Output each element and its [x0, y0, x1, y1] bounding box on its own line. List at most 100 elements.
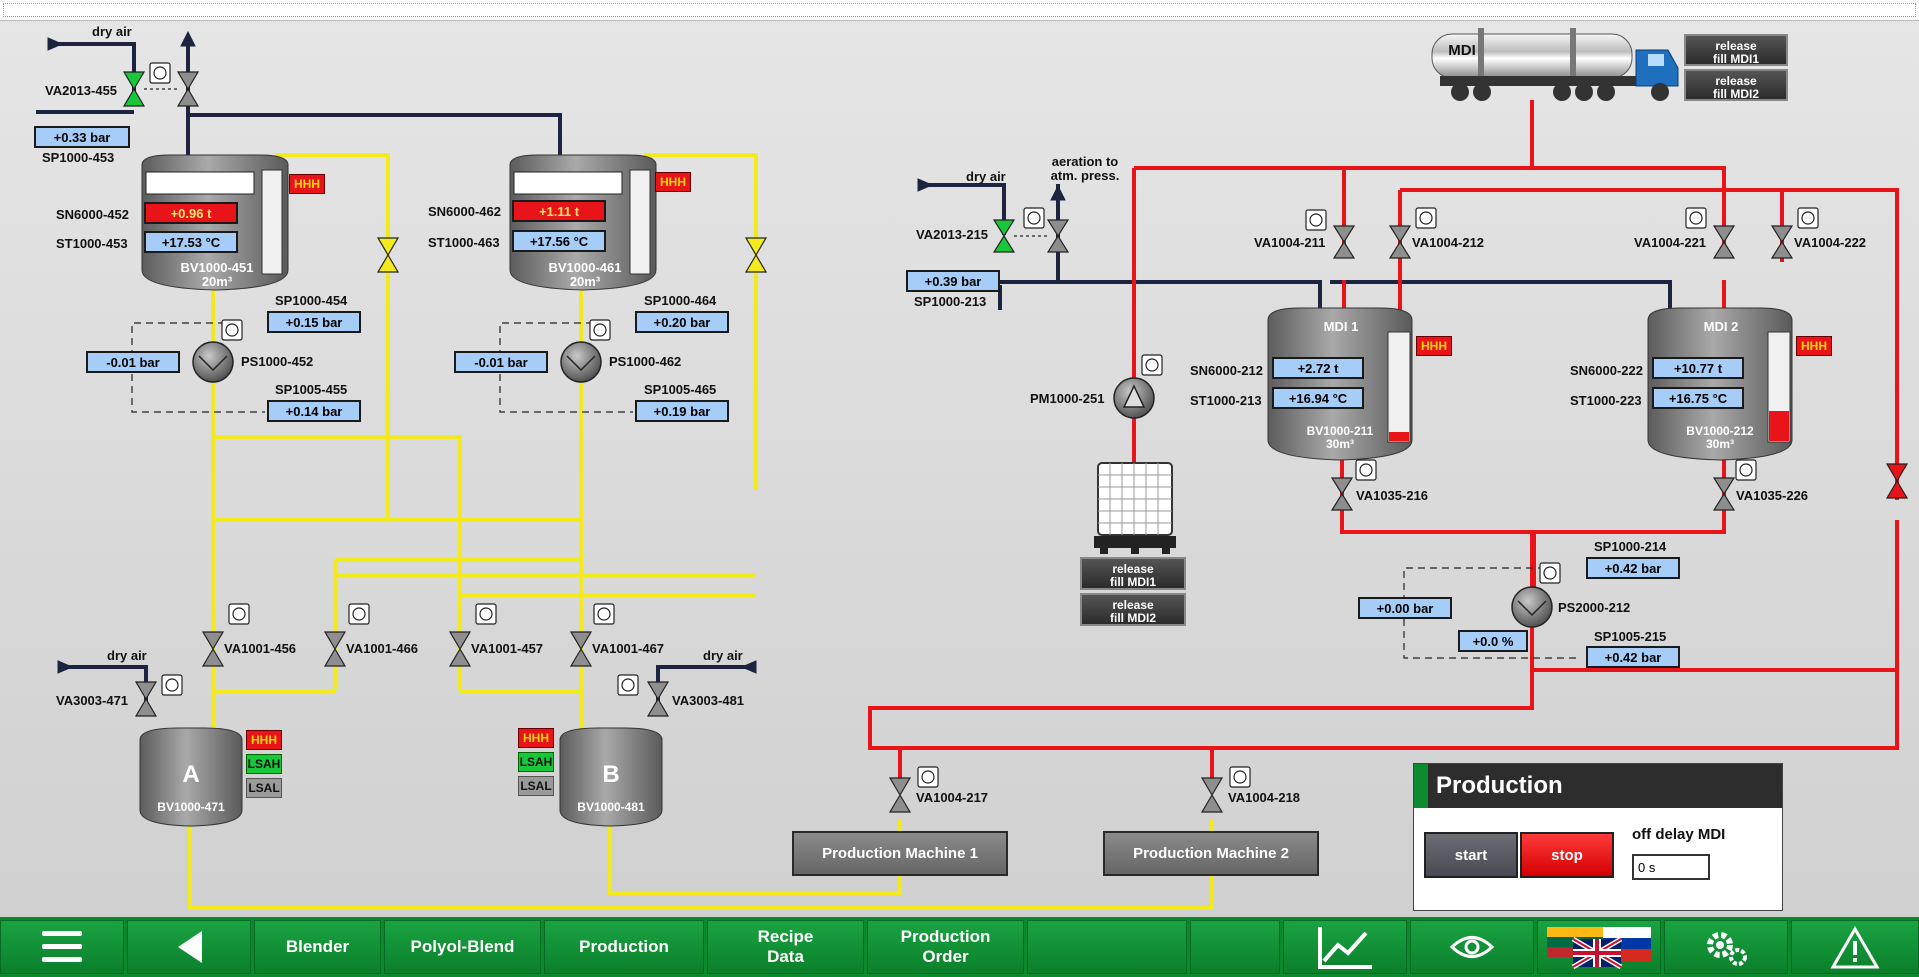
eye-icon	[1449, 936, 1495, 958]
valve-label-va3003-471[interactable]: VA3003-471	[56, 693, 129, 708]
tank-tag-bv1000-451[interactable]: BV1000-451	[180, 260, 254, 275]
pressure-value-sp1000-454: +0.15 bar	[267, 311, 361, 333]
tank-tag-bv1000-211[interactable]: BV1000-211	[1306, 424, 1374, 438]
pump-tag-ps1000-462[interactable]: PS1000-462	[609, 354, 682, 369]
pressure-value-sp1000-464: +0.20 bar	[635, 311, 729, 333]
valve-label-va3003-481[interactable]: VA3003-481	[672, 693, 745, 708]
temp-tag-st1000-453: ST1000-453	[56, 236, 128, 251]
pump-tag-ps2000-212[interactable]: PS2000-212	[1558, 600, 1631, 615]
valve-label-va1004-218[interactable]: VA1004-218	[1228, 790, 1301, 805]
alarm-hhh-bv1000-451: HHH	[289, 174, 325, 194]
pump-tag-ps1000-452[interactable]: PS1000-452	[241, 354, 314, 369]
trend-chart-icon	[1318, 927, 1372, 969]
warning-triangle-icon	[1830, 926, 1880, 969]
back-arrow-icon	[178, 931, 202, 963]
valve-label-va1001-457[interactable]: VA1001-457	[471, 641, 544, 656]
pressure-value-sp1000-453: +0.33 bar	[34, 126, 130, 148]
nav-empty-slot-2[interactable]	[1190, 920, 1280, 974]
valve-label-va2013-455[interactable]: VA2013-455	[45, 83, 118, 98]
temp-value-mdi1: +16.94 °C	[1272, 387, 1364, 409]
tank-size-bv1000-451: 20m³	[201, 274, 233, 289]
alarm-lsah-bv1000-471: LSAH	[246, 754, 282, 774]
tank-size-bv1000-211: 30m³	[1325, 437, 1354, 451]
alarm-lsah-bv1000-481: LSAH	[518, 752, 554, 772]
nav-polyol-blend[interactable]: Polyol-Blend	[384, 920, 541, 974]
truck-release-fill-mdi2-button[interactable]: release fill MDI2	[1684, 69, 1788, 101]
pressure-tag-sp1000-213: SP1000-213	[914, 294, 987, 309]
temp-tag-st1000-213: ST1000-213	[1190, 393, 1262, 408]
weight-tag-sn6000-452: SN6000-452	[56, 207, 129, 222]
inlet-pressure-ps1000-452: -0.01 bar	[86, 351, 180, 373]
stop-button[interactable]: stop	[1520, 832, 1614, 878]
dry-air-label-b: dry air	[703, 648, 743, 663]
temp-tag-st1000-463: ST1000-463	[428, 235, 500, 250]
valve-label-va1001-466[interactable]: VA1001-466	[346, 641, 419, 656]
temp-value-bv1000-461: +17.56 °C	[512, 230, 606, 252]
valve-label-va1004-217[interactable]: VA1004-217	[916, 790, 989, 805]
tank-size-bv1000-461: 20m³	[569, 274, 601, 289]
pressure-tag-sp1000-454: SP1000-454	[275, 293, 348, 308]
nav-blender[interactable]: Blender	[254, 920, 381, 974]
weight-tag-sn6000-222: SN6000-222	[1570, 363, 1643, 378]
production-machine-1-button[interactable]: Production Machine 1	[792, 831, 1008, 876]
tank-tag-bv1000-212[interactable]: BV1000-212	[1686, 424, 1754, 438]
pump-tag-pm1000-251[interactable]: PM1000-251	[1030, 391, 1105, 406]
process-diagram	[36, 28, 1909, 910]
temp-value-bv1000-451: +17.53 °C	[144, 231, 238, 253]
off-delay-input[interactable]	[1632, 854, 1710, 880]
valve-label-va1001-467[interactable]: VA1001-467	[592, 641, 665, 656]
alarm-lsal-bv1000-481: LSAL	[518, 776, 554, 796]
ibc-release-fill-mdi1-button[interactable]: release fill MDI1	[1080, 557, 1186, 590]
valve-label-va1035-226[interactable]: VA1035-226	[1736, 488, 1809, 503]
weight-value-mdi1: +2.72 t	[1272, 357, 1364, 379]
production-machine-2-button[interactable]: Production Machine 2	[1103, 831, 1319, 876]
pressure-value-sp1005-455: +0.14 bar	[267, 400, 361, 422]
pressure-value-sp1005-215: +0.42 bar	[1586, 646, 1680, 668]
temp-value-mdi2: +16.75 °C	[1652, 387, 1744, 409]
top-title-bar	[0, 0, 1919, 21]
valve-label-va1001-456[interactable]: VA1001-456	[224, 641, 297, 656]
back-button[interactable]	[127, 920, 251, 974]
pressure-tag-sp1000-453: SP1000-453	[42, 150, 115, 165]
pressure-tag-sp1005-465: SP1005-465	[644, 382, 717, 397]
weight-tag-sn6000-462: SN6000-462	[428, 204, 501, 219]
valve-label-va1004-222[interactable]: VA1004-222	[1794, 235, 1867, 250]
pressure-tag-sp1000-214: SP1000-214	[1594, 539, 1667, 554]
nav-empty-slot-1[interactable]	[1027, 920, 1187, 974]
tank-tag-bv1000-481[interactable]: BV1000-481	[577, 800, 645, 814]
view-button[interactable]	[1410, 920, 1534, 974]
nav-production[interactable]: Production	[544, 920, 704, 974]
trend-button[interactable]	[1283, 920, 1407, 974]
pump-speed-ps2000-212: +0.0 %	[1458, 630, 1528, 652]
valve-label-va1035-216[interactable]: VA1035-216	[1356, 488, 1429, 503]
nav-recipe-data[interactable]: Recipe Data	[707, 920, 864, 974]
bottom-nav-bar: Blender Polyol-Blend Production Recipe D…	[0, 917, 1919, 977]
language-button[interactable]	[1537, 920, 1661, 974]
gears-icon	[1707, 932, 1747, 966]
valve-label-va1004-211[interactable]: VA1004-211	[1254, 235, 1326, 250]
pressure-tag-sp1000-464: SP1000-464	[644, 293, 717, 308]
nav-production-order[interactable]: Production Order	[867, 920, 1024, 974]
truck-release-fill-mdi1-button[interactable]: release fill MDI1	[1684, 34, 1788, 66]
tank-name-mdi1: MDI 1	[1323, 319, 1359, 334]
pressure-tag-sp1005-215: SP1005-215	[1594, 629, 1667, 644]
dry-air-label-mdi: dry air	[966, 169, 1006, 184]
tank-tag-bv1000-461[interactable]: BV1000-461	[548, 260, 622, 275]
valve-label-va1004-212[interactable]: VA1004-212	[1412, 235, 1485, 250]
tank-tag-bv1000-471[interactable]: BV1000-471	[157, 800, 225, 814]
start-button[interactable]: start	[1424, 832, 1518, 878]
weight-value-mdi2: +10.77 t	[1652, 357, 1744, 379]
alarm-hhh-bv1000-461: HHH	[655, 172, 691, 192]
valve-label-va1004-221[interactable]: VA1004-221	[1634, 235, 1707, 250]
aeration-label: aeration to atm. press.	[1050, 154, 1120, 183]
menu-button[interactable]	[0, 920, 124, 974]
inlet-pressure-ps1000-462: -0.01 bar	[454, 351, 548, 373]
valve-label-va2013-215[interactable]: VA2013-215	[916, 227, 989, 242]
tank-letter-a: A	[182, 761, 200, 788]
alarm-button[interactable]	[1791, 920, 1919, 974]
tank-name-mdi2: MDI 2	[1703, 319, 1739, 334]
ibc-release-fill-mdi2-button[interactable]: release fill MDI2	[1080, 593, 1186, 626]
settings-button[interactable]	[1664, 920, 1788, 974]
production-panel-header: Production	[1414, 764, 1782, 808]
alarm-hhh-bv1000-481: HHH	[518, 728, 554, 748]
